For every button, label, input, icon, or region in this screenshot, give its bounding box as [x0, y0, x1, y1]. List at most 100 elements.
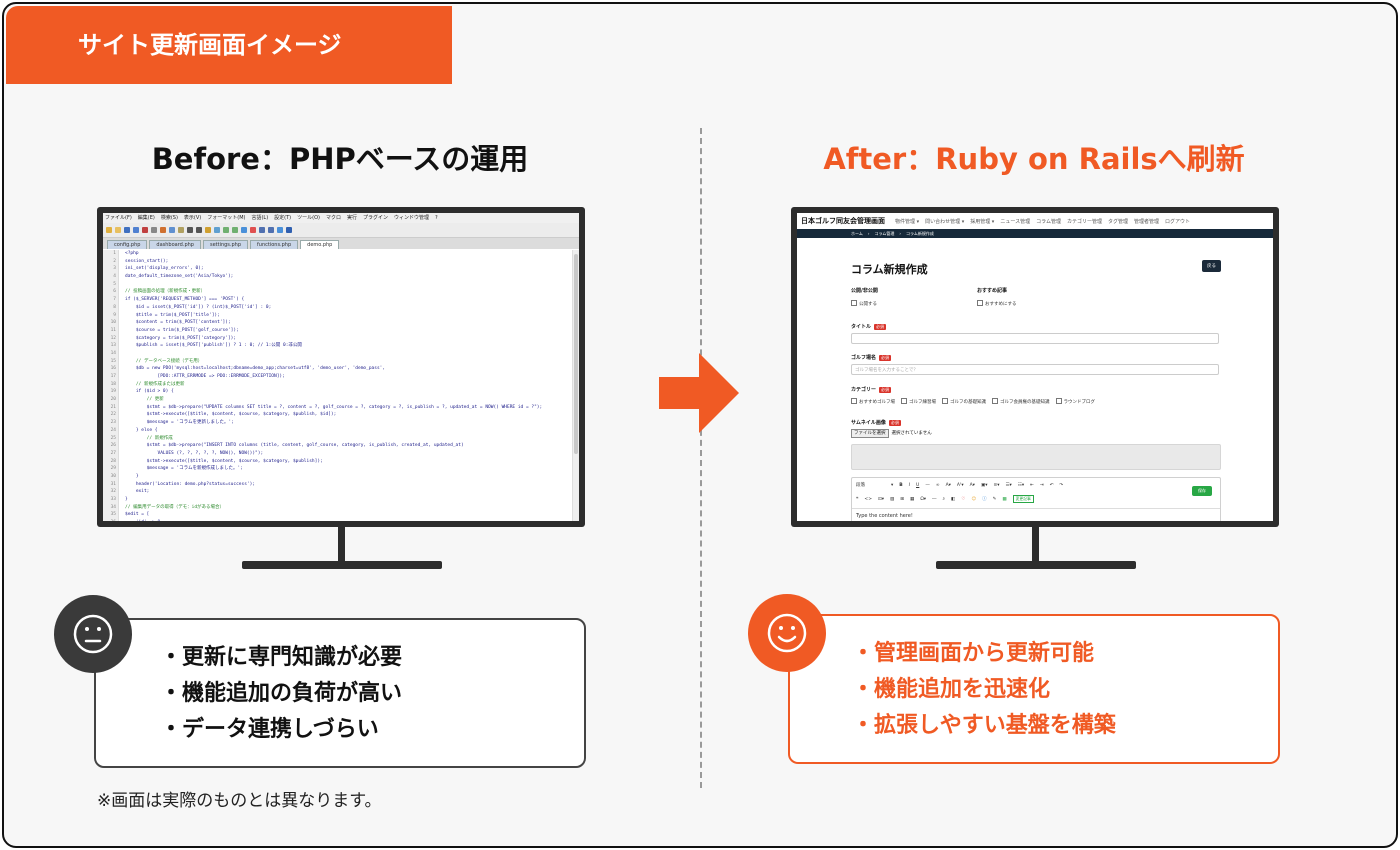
- link-icon[interactable]: ∞: [935, 482, 940, 488]
- save-button[interactable]: 保存: [1192, 486, 1212, 496]
- admin-nav-item[interactable]: ログアウト: [1165, 218, 1191, 225]
- admin-nav-item[interactable]: 採用管理 ▾: [970, 218, 995, 225]
- draft-badge[interactable]: 変更記事: [1012, 495, 1034, 503]
- code-icon[interactable]: <>: [864, 496, 872, 502]
- editor-toolbar: [103, 223, 579, 238]
- underline-icon[interactable]: U: [916, 482, 920, 488]
- back-button[interactable]: 戻る: [1202, 260, 1221, 272]
- indent-icon[interactable]: ⇥: [1039, 482, 1044, 488]
- info-icon[interactable]: ⓘ: [982, 497, 987, 502]
- image-dropzone[interactable]: [851, 444, 1221, 470]
- file-chooser[interactable]: ファイルを選択選択されていません: [851, 429, 932, 438]
- editor-content[interactable]: Type the content here!: [856, 513, 913, 519]
- course-input[interactable]: ゴルフ場名を入力することで？: [851, 364, 1219, 375]
- editor-menu-item[interactable]: 言語(L): [251, 215, 269, 221]
- source-icon[interactable]: ◧: [951, 496, 956, 502]
- save-icon: [124, 227, 130, 233]
- editor-menu-item[interactable]: 表示(V): [183, 215, 202, 221]
- editor-menu-item[interactable]: フォーマット(M): [207, 215, 246, 221]
- bold-icon[interactable]: B: [899, 482, 903, 488]
- find-icon[interactable]: ⌕: [942, 497, 946, 502]
- publish-checkbox[interactable]: 公開する: [851, 300, 877, 307]
- after-point: 拡張しやすい基盤を構築: [852, 708, 1116, 744]
- after-monitor-neck: [1032, 527, 1039, 563]
- table-icon[interactable]: ▦: [910, 496, 915, 502]
- undo-icon[interactable]: ↶: [1049, 482, 1054, 488]
- zoom-out-icon: [232, 227, 238, 233]
- outdent-icon[interactable]: ⇤: [1030, 482, 1034, 488]
- media-icon[interactable]: ⊞: [900, 496, 905, 502]
- image-icon[interactable]: ▨: [890, 496, 895, 502]
- spell-icon: [277, 227, 283, 233]
- pen-icon[interactable]: ✎: [992, 496, 997, 502]
- category-checkbox[interactable]: おすすめゴルフ場: [851, 398, 895, 405]
- editor-menu-item[interactable]: ?: [435, 215, 438, 221]
- breadcrumb-item[interactable]: コラム新規作成: [906, 231, 934, 236]
- quote-icon[interactable]: ❝: [856, 496, 859, 502]
- new-file-icon: [106, 227, 112, 233]
- admin-nav-item[interactable]: タグ管理: [1107, 218, 1128, 225]
- editor-menu-item[interactable]: マクロ: [325, 215, 341, 221]
- bulleted-list-icon[interactable]: ☰▾: [1005, 482, 1012, 488]
- align-icon[interactable]: ≡▾: [993, 482, 1000, 488]
- editor-menu-item[interactable]: 編集(E): [137, 215, 155, 221]
- admin-nav-item[interactable]: 物件管理 ▾: [895, 218, 920, 225]
- line-number: 15: [110, 358, 116, 364]
- line-number: 17: [110, 374, 116, 379]
- editor-menu-item[interactable]: ファイル(F): [105, 215, 132, 221]
- category-checkbox[interactable]: ゴルフ練習場: [901, 398, 936, 405]
- editor-menu-item[interactable]: 検索(S): [160, 215, 178, 221]
- code-line: $message = 'コラムを新規作成しました。';: [125, 466, 243, 472]
- italic-icon[interactable]: I: [908, 482, 911, 488]
- code-line: session_start();: [125, 258, 169, 264]
- title-input[interactable]: [851, 333, 1219, 344]
- font-size-icon[interactable]: A▾: [945, 482, 951, 488]
- editor-tab[interactable]: dashboard.php: [149, 240, 201, 249]
- code-line: <?php: [125, 251, 139, 256]
- breadcrumb-item[interactable]: コラム管理: [874, 231, 895, 236]
- file-button[interactable]: ファイルを選択: [851, 429, 889, 438]
- code-line: $edit = [: [125, 512, 150, 518]
- emoji-icon[interactable]: ☺: [971, 496, 977, 502]
- editor-menu-item[interactable]: プラグイン: [363, 215, 389, 221]
- after-point: 機能追加を迅速化: [852, 672, 1116, 708]
- admin-nav-item[interactable]: ニュース管理: [1000, 218, 1031, 225]
- editor-menu-item[interactable]: ウィンドウ管理: [394, 215, 430, 221]
- font-family-icon[interactable]: Aᶠ▾: [956, 482, 964, 488]
- format-select[interactable]: 段落: [856, 483, 865, 488]
- before-monitor-base: [242, 561, 442, 569]
- admin-nav-item[interactable]: 問い合わせ管理 ▾: [925, 218, 965, 225]
- editor-menu-item[interactable]: ツール(O): [297, 215, 320, 221]
- breadcrumb-item[interactable]: ホーム: [851, 231, 863, 236]
- editor-tab[interactable]: functions.php: [250, 240, 299, 249]
- category-checkbox[interactable]: ラウンドブログ: [1055, 398, 1095, 405]
- admin-nav-item[interactable]: カテゴリー管理: [1066, 218, 1102, 225]
- code-block-icon[interactable]: ⊡▾: [877, 496, 884, 502]
- rich-text-editor[interactable]: 段落 ▾ B I U — ∞ A▾ Aᶠ▾ A▾ ▣▾ ≡▾ ☰▾ ☷▾: [851, 477, 1221, 521]
- redo-icon[interactable]: ↷: [1059, 482, 1064, 488]
- line-number: 33: [110, 497, 116, 502]
- editor-tab[interactable]: demo.php: [300, 240, 340, 249]
- heart-icon[interactable]: ♡: [961, 496, 966, 502]
- hr-icon[interactable]: ―: [932, 496, 937, 502]
- editor-menu-item[interactable]: 設定(T): [274, 215, 292, 221]
- recommend-checkbox[interactable]: おすすめにする: [977, 300, 1017, 307]
- line-number: 27: [110, 450, 116, 456]
- category-checkbox[interactable]: ゴルフの基礎知識: [942, 398, 986, 405]
- numbered-list-icon[interactable]: ☷▾: [1017, 482, 1025, 488]
- undo-icon: [187, 227, 193, 233]
- editor-menu-item[interactable]: 実行: [346, 215, 357, 221]
- after-monitor: 日本ゴルフ同友会管理画面 物件管理 ▾問い合わせ管理 ▾採用管理 ▾ニュース管理…: [791, 207, 1279, 527]
- highlight-icon[interactable]: ▣▾: [980, 482, 988, 488]
- category-checkbox[interactable]: ゴルフ会員権の基礎知識: [992, 398, 1050, 405]
- line-number: 29: [110, 466, 116, 472]
- editor-tab[interactable]: config.php: [107, 240, 148, 249]
- special-char-icon[interactable]: Ω▾: [920, 496, 927, 502]
- line-number: 3: [113, 266, 116, 272]
- admin-nav-item[interactable]: 管理者管理: [1133, 218, 1159, 225]
- strike-icon[interactable]: —: [925, 482, 930, 488]
- font-color-icon[interactable]: A▾: [969, 482, 975, 488]
- template-icon[interactable]: ▩: [1002, 496, 1007, 502]
- editor-tab[interactable]: settings.php: [202, 240, 249, 249]
- admin-nav-item[interactable]: コラム管理: [1036, 218, 1061, 225]
